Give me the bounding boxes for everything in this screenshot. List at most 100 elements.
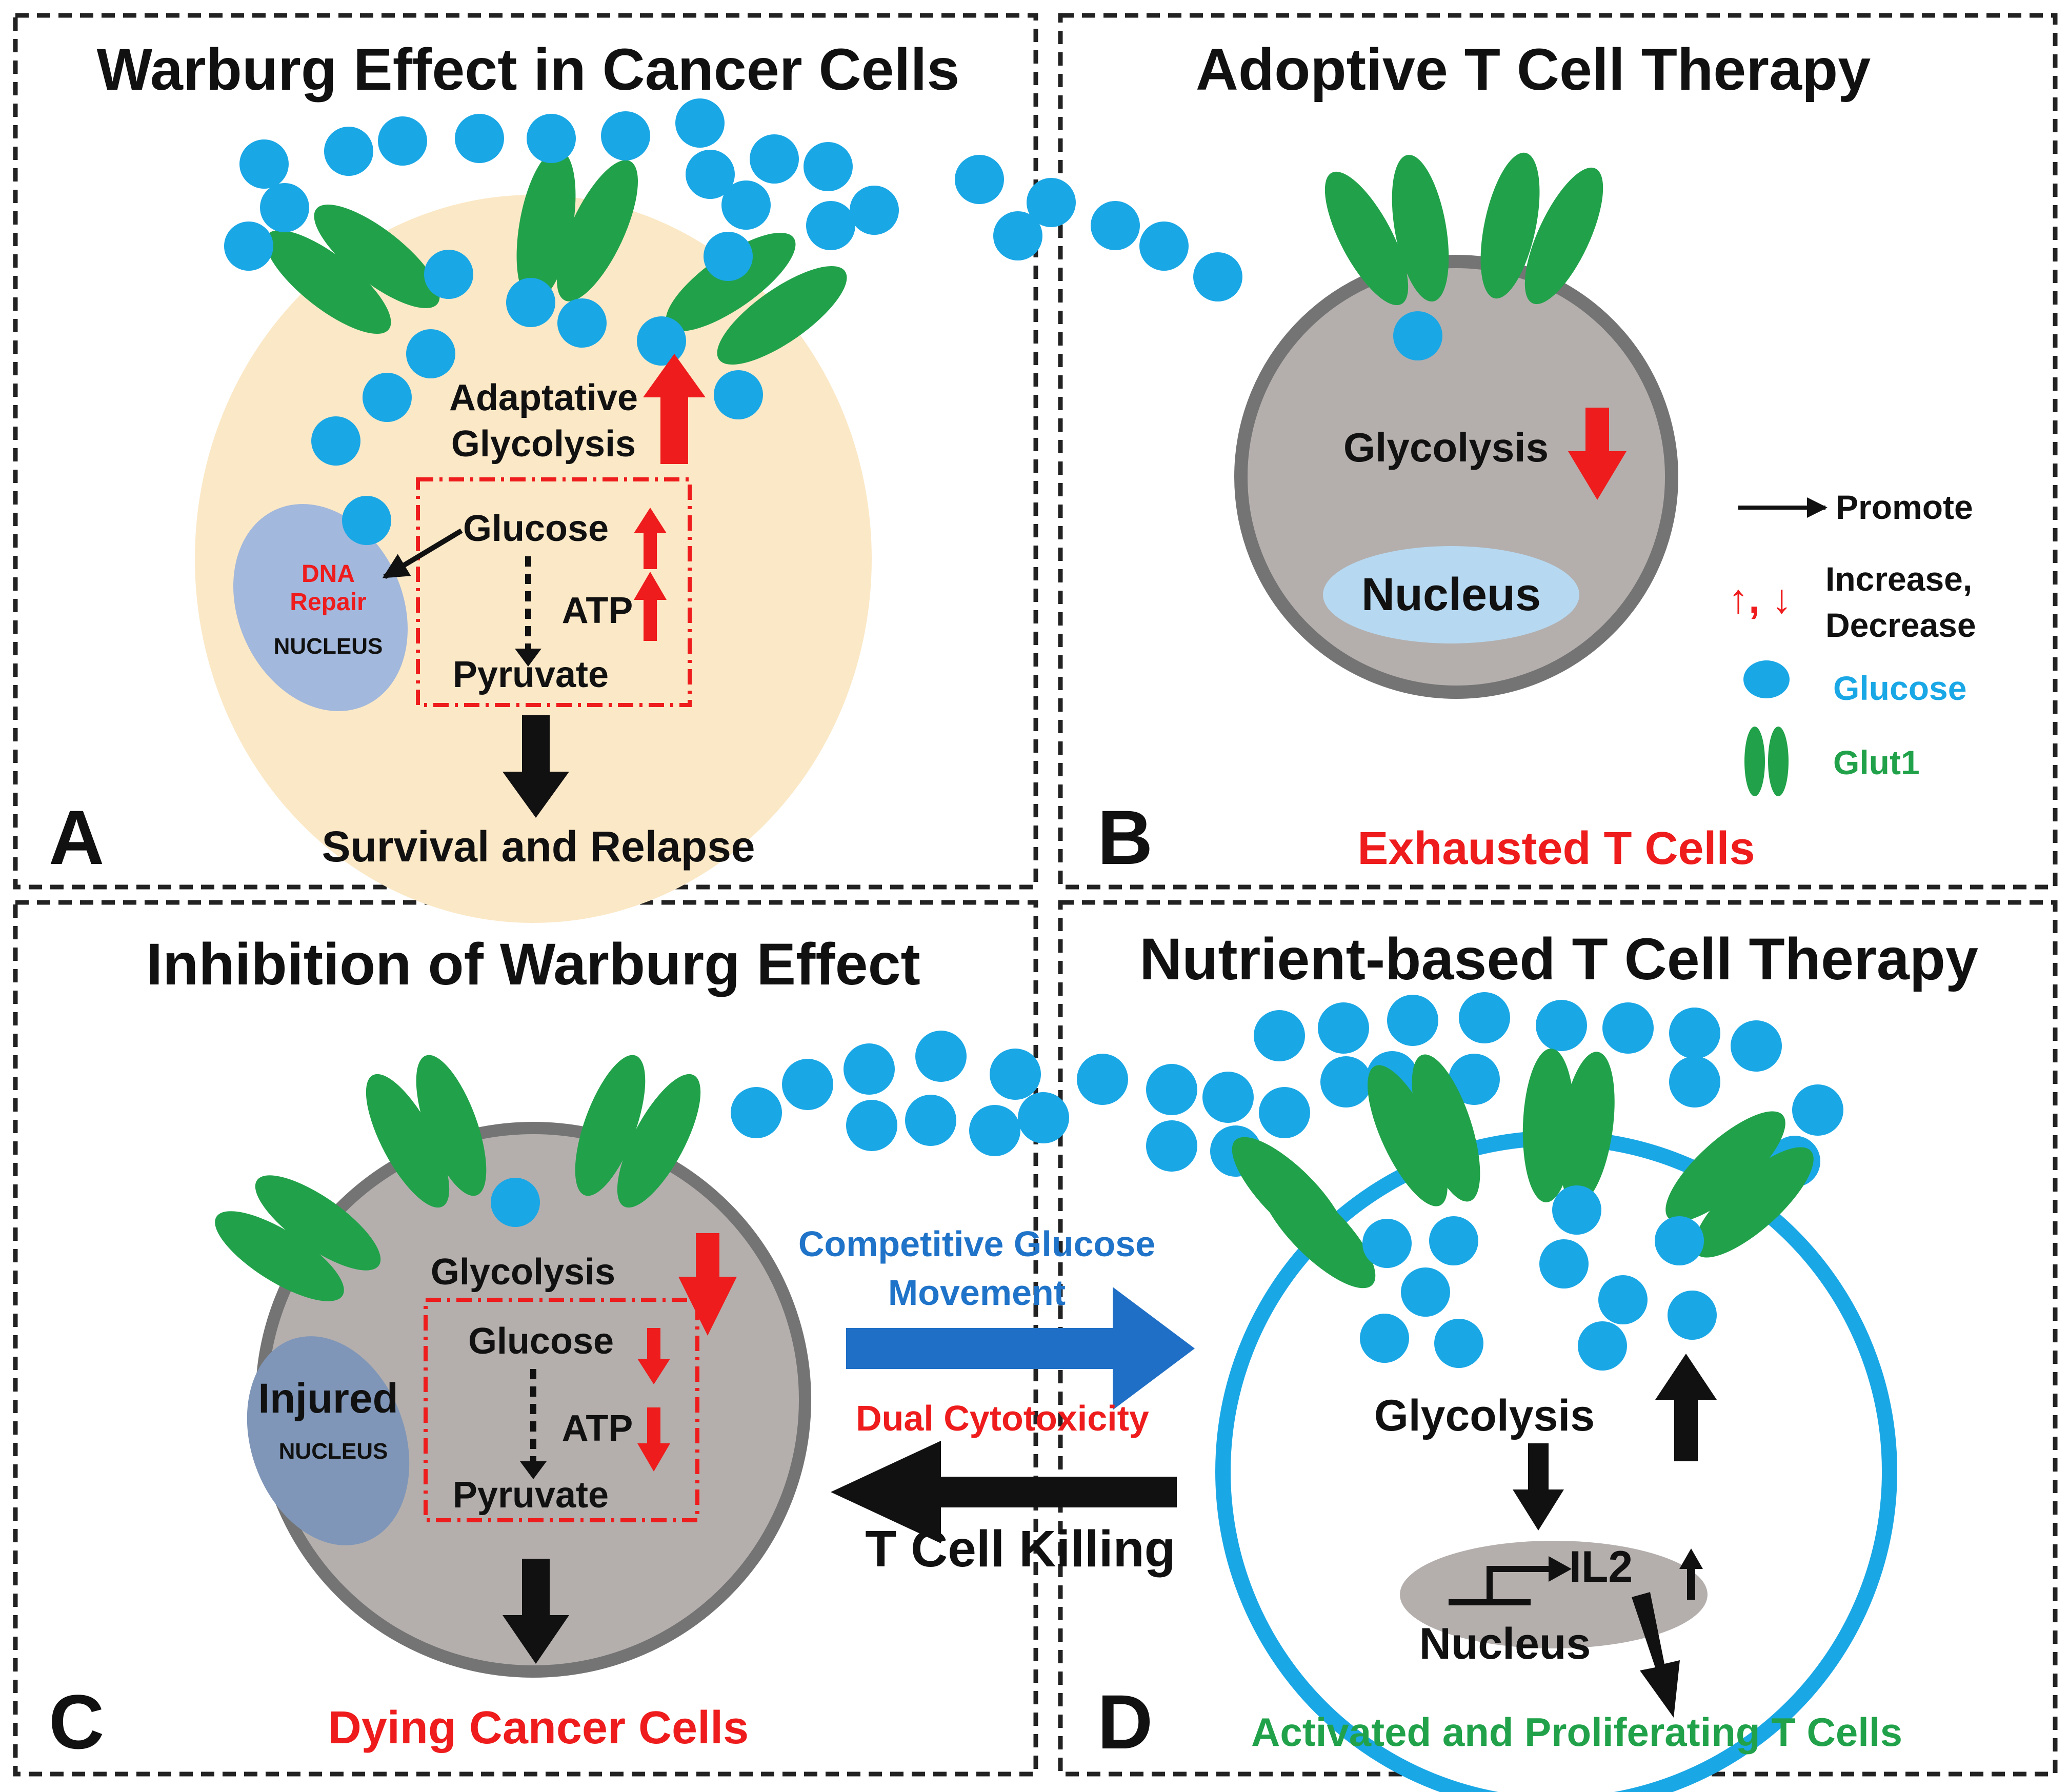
adaptive-label-2: Glycolysis — [451, 424, 636, 465]
increase-arrow-icon — [1655, 1354, 1717, 1461]
glucose-movement-arrow-icon — [846, 1287, 1195, 1410]
glut1-icon — [215, 1211, 344, 1301]
legend-glut1-icon — [1768, 727, 1789, 796]
glycolysis-label-c: Glycolysis — [431, 1252, 615, 1293]
glut1-icon — [366, 1074, 450, 1208]
glut1-icon — [265, 230, 391, 334]
glucose-icon — [1091, 201, 1140, 250]
legend: Promote ↑, ↓ Increase, Decrease Glucose … — [1728, 488, 1976, 796]
glucose-label-a: Glucose — [463, 508, 609, 549]
glucose-icon — [955, 155, 1004, 204]
il2-label: IL2 — [1569, 1542, 1633, 1592]
increase-arrow-icon — [634, 508, 667, 569]
glucose-icon — [850, 186, 899, 235]
glucose-icon — [601, 111, 650, 160]
t-cell-killing-label: T Cell Killing — [865, 1520, 1176, 1578]
nucleus-label-c: NUCLEUS — [279, 1439, 388, 1464]
glucose-icon — [1668, 1291, 1717, 1340]
repair-label-a: Repair — [290, 589, 366, 616]
dna-label-a: DNA — [302, 560, 355, 588]
glucose-icon — [844, 1043, 895, 1095]
decrease-arrow-icon — [1568, 408, 1627, 500]
nucleus-c — [247, 1336, 410, 1545]
glucose-icon — [378, 116, 427, 166]
legend-glucose-icon — [1743, 660, 1790, 698]
il2-secretion-arrow-icon — [1632, 1592, 1680, 1718]
glucose-icon — [675, 98, 725, 148]
glucose-icon — [1578, 1321, 1627, 1371]
glucose-icon — [1434, 1319, 1483, 1368]
cancer-cell-a — [195, 195, 872, 923]
outcome-arrow-icon-c — [503, 1559, 569, 1664]
glycolysis-down-arrow-icon — [1513, 1443, 1564, 1531]
nucleus-b — [1323, 546, 1579, 643]
legend-promote-label: Promote — [1836, 488, 1973, 526]
panel-d-letter: D — [1097, 1679, 1153, 1765]
pyruvate-arrowhead-icon — [515, 649, 541, 667]
t-cell-killing-arrow-icon — [831, 1441, 1177, 1543]
glut1-icon — [1694, 1147, 1814, 1258]
glucose-icon — [1552, 1185, 1601, 1235]
competitive-label-2: Movement — [888, 1273, 1066, 1313]
glut1-icon — [416, 1055, 487, 1196]
panel-d-title: Nutrient-based T Cell Therapy — [1139, 927, 1978, 992]
glucose-icon — [1027, 178, 1076, 227]
glucose-icon — [1077, 1054, 1128, 1105]
glucose-icon — [491, 1178, 540, 1227]
glut1-icon — [1368, 1065, 1448, 1206]
glucose-icon — [1139, 222, 1189, 271]
glut1-icon — [255, 1175, 381, 1271]
glucose-icon — [324, 127, 373, 176]
glycolysis-box-c — [424, 1298, 699, 1522]
glut1-icon — [1260, 1173, 1376, 1288]
decrease-arrow-icon — [678, 1233, 737, 1336]
center-interaction: Competitive Glucose Movement Dual Cytoto… — [798, 1224, 1195, 1578]
glucose-icon — [260, 183, 309, 232]
legend-glut1-icon — [1744, 727, 1765, 796]
glucose-icon — [1393, 311, 1442, 360]
panel-b-outcome: Exhausted T Cells — [1357, 823, 1755, 874]
panel-c-outcome: Dying Cancer Cells — [328, 1702, 749, 1754]
atp-label-a: ATP — [562, 590, 633, 631]
glucose-icon — [1254, 1010, 1305, 1061]
glucose-icon — [1792, 1084, 1843, 1136]
glucose-icon — [804, 142, 853, 191]
panel-c-title: Inhibition of Warburg Effect — [146, 932, 920, 997]
nucleus-label-a: NUCLEUS — [274, 634, 383, 659]
outcome-arrow-icon-a — [503, 715, 569, 818]
panel-a: Warburg Effect in Cancer Cells DNA Repai… — [49, 37, 1042, 923]
panel-a-title: Warburg Effect in Cancer Cells — [97, 37, 960, 103]
glucose-icon — [1731, 1020, 1782, 1072]
glucose-icon — [557, 298, 607, 348]
glucose-icon — [1536, 1000, 1587, 1051]
glucose-icon — [1449, 1054, 1500, 1105]
glucose-icon — [714, 370, 763, 419]
glucose-icon — [1360, 1314, 1409, 1363]
legend-increase-label: Increase, — [1825, 560, 1972, 598]
injured-label-c: Injured — [258, 1375, 398, 1422]
increase-arrow-icon — [634, 572, 667, 641]
panel-b-title: Adoptive T Cell Therapy — [1196, 37, 1871, 103]
panel-a-outcome: Survival and Relapse — [322, 822, 755, 871]
increase-arrow-icon — [643, 354, 706, 464]
adaptive-label-1: Adaptative — [449, 377, 638, 418]
glucose-icon — [1259, 1087, 1310, 1138]
glycolysis-label-b: Glycolysis — [1343, 425, 1549, 470]
glucose-icon — [1655, 1216, 1704, 1265]
dual-cytotoxicity-label: Dual Cytotoxicity — [856, 1398, 1149, 1438]
glucose-icon — [1202, 1072, 1254, 1123]
glut1-icon — [1559, 1052, 1615, 1204]
panel-d-outcome: Activated and Proliferating T Cells — [1251, 1709, 1902, 1755]
glucose-icon — [1602, 1002, 1654, 1054]
promoter-icon — [1449, 1566, 1551, 1605]
glucose-icon — [1669, 1008, 1720, 1059]
glucose-icon — [1669, 1056, 1720, 1108]
glucose-icon — [224, 222, 273, 271]
glucose-icon — [1401, 1267, 1450, 1317]
nucleus-label-d: Nucleus — [1419, 1619, 1591, 1668]
il2-increase-arrow-icon — [1679, 1548, 1703, 1600]
glucose-icon — [993, 211, 1042, 260]
glycolysis-label-d: Glycolysis — [1374, 1391, 1595, 1440]
glucose-icon — [406, 329, 455, 378]
glut1-icon — [1480, 152, 1540, 299]
